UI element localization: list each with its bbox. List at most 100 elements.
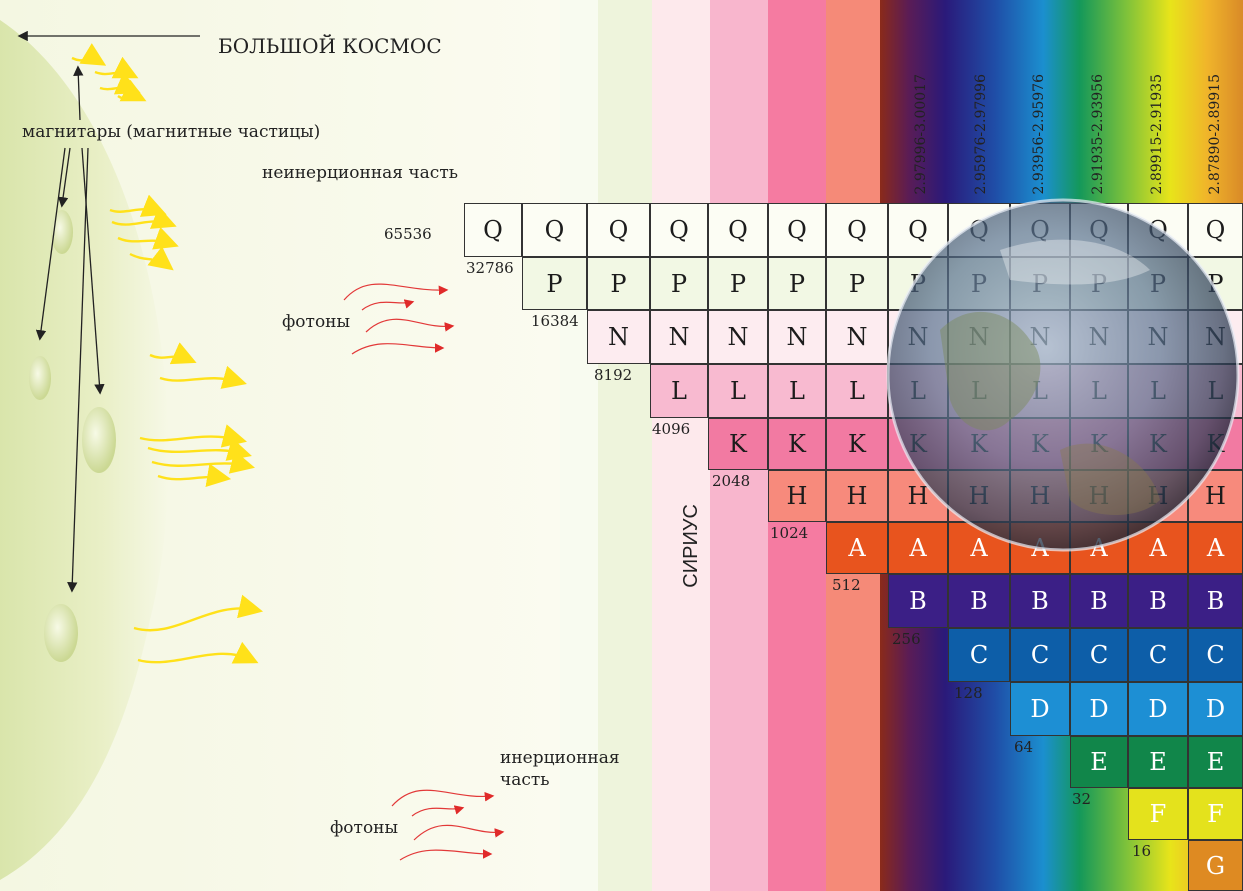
- grid-cell-h: H: [1128, 470, 1188, 522]
- range-header: 2.93956-2.95976: [1031, 74, 1047, 195]
- grid-cell-n: N: [1128, 310, 1188, 364]
- grid-cell-h: H: [1188, 470, 1243, 522]
- band-3: [652, 0, 710, 891]
- grid-cell-l: L: [708, 364, 768, 418]
- grid-cell-p: P: [650, 257, 708, 310]
- grid-cell-e: E: [1070, 736, 1128, 788]
- grid-cell-h: H: [888, 470, 948, 522]
- grid-cell-e: E: [1128, 736, 1188, 788]
- grid-cell-q: Q: [522, 203, 587, 257]
- grid-cell-n: N: [948, 310, 1010, 364]
- yellow-waves: [71, 43, 264, 664]
- level-value: 64: [1014, 738, 1034, 756]
- grid-cell-l: L: [1010, 364, 1070, 418]
- range-header: 2.89915-2.91935: [1149, 74, 1165, 195]
- level-value: 4096: [652, 420, 691, 438]
- grid-cell-p: P: [826, 257, 888, 310]
- level-value: 16: [1132, 842, 1152, 860]
- level-value: 16384: [531, 312, 579, 330]
- photons-bottom-label: фотоны: [330, 818, 399, 838]
- grid-cell-n: N: [1070, 310, 1128, 364]
- grid-cell-l: L: [1070, 364, 1128, 418]
- grid-cell-h: H: [948, 470, 1010, 522]
- grid-cell-b: B: [1188, 574, 1243, 628]
- grid-cell-l: L: [888, 364, 948, 418]
- big-cosmos-label: БОЛЬШОЙ КОСМОС: [218, 34, 442, 58]
- grid-cell-l: L: [768, 364, 826, 418]
- grid-cell-g: G: [1188, 840, 1243, 891]
- band-1: [560, 0, 598, 891]
- grid-cell-h: H: [1070, 470, 1128, 522]
- level-value: 2048: [712, 472, 751, 490]
- grid-cell-k: K: [768, 418, 826, 470]
- grid-cell-n: N: [888, 310, 948, 364]
- inertial-label-line1: инерционная: [500, 748, 620, 768]
- grid-cell-c: C: [1128, 628, 1188, 682]
- grid-cell-q: Q: [1010, 203, 1070, 257]
- grid-cell-p: P: [522, 257, 587, 310]
- grid-cell-q: Q: [1128, 203, 1188, 257]
- grid-cell-q: Q: [768, 203, 826, 257]
- bubble: [51, 210, 73, 254]
- grid-cell-b: B: [1128, 574, 1188, 628]
- grid-cell-p: P: [888, 257, 948, 310]
- grid-cell-q: Q: [587, 203, 650, 257]
- grid-cell-c: C: [1010, 628, 1070, 682]
- range-header: 2.95976-2.97996: [973, 74, 989, 195]
- range-header: 2.91935-2.93956: [1090, 74, 1106, 195]
- grid-cell-a: A: [1070, 522, 1128, 574]
- grid-cell-f: F: [1188, 788, 1243, 840]
- grid-cell-h: H: [768, 470, 826, 522]
- photon-arrows-bottom: [391, 789, 505, 861]
- level-value: 128: [954, 684, 983, 702]
- grid-cell-n: N: [708, 310, 768, 364]
- level-value: 8192: [594, 366, 633, 384]
- grid-cell-l: L: [1188, 364, 1243, 418]
- grid-cell-b: B: [948, 574, 1010, 628]
- grid-cell-l: L: [650, 364, 708, 418]
- grid-cell-k: K: [1128, 418, 1188, 470]
- grid-cell-c: C: [1188, 628, 1243, 682]
- grid-cell-n: N: [1188, 310, 1243, 364]
- grid-cell-q: Q: [708, 203, 768, 257]
- grid-cell-l: L: [1128, 364, 1188, 418]
- grid-cell-d: D: [1188, 682, 1243, 736]
- level-value: 1024: [770, 524, 809, 542]
- grid-cell-p: P: [1128, 257, 1188, 310]
- grid-cell-n: N: [650, 310, 708, 364]
- grid-cell-b: B: [888, 574, 948, 628]
- grid-cell-p: P: [1010, 257, 1070, 310]
- grid-cell-n: N: [768, 310, 826, 364]
- grid-cell-q: Q: [888, 203, 948, 257]
- grid-cell-a: A: [1128, 522, 1188, 574]
- grid-cell-h: H: [826, 470, 888, 522]
- grid-cell-k: K: [826, 418, 888, 470]
- magnetars-label: магнитары (магнитные частицы): [22, 122, 321, 142]
- band-2: [598, 0, 652, 891]
- grid-cell-c: C: [1070, 628, 1128, 682]
- grid-cell-q: Q: [1188, 203, 1243, 257]
- level-value: 512: [832, 576, 861, 594]
- grid-cell-d: D: [1070, 682, 1128, 736]
- grid-cell-k: K: [1188, 418, 1243, 470]
- grid-cell-f: F: [1128, 788, 1188, 840]
- photons-top-label: фотоны: [282, 312, 351, 332]
- level-value: 32786: [466, 259, 514, 277]
- grid-cell-h: H: [1010, 470, 1070, 522]
- range-header: 2.97996-3.00017: [913, 74, 929, 195]
- grid-cell-n: N: [1010, 310, 1070, 364]
- grid-cell-k: K: [948, 418, 1010, 470]
- grid-cell-q: Q: [948, 203, 1010, 257]
- grid-cell-n: N: [587, 310, 650, 364]
- grid-cell-p: P: [768, 257, 826, 310]
- grid-cell-q: Q: [464, 203, 522, 257]
- photon-arrows-top: [343, 283, 455, 355]
- grid-cell-a: A: [826, 522, 888, 574]
- bubble: [82, 407, 116, 473]
- bubble: [29, 356, 51, 400]
- grid-cell-p: P: [1188, 257, 1243, 310]
- sirius-label: СИРИУС: [679, 503, 702, 588]
- grid-cell-p: P: [948, 257, 1010, 310]
- range-header: 2.87890-2.89915: [1207, 74, 1223, 195]
- grid-cell-k: K: [888, 418, 948, 470]
